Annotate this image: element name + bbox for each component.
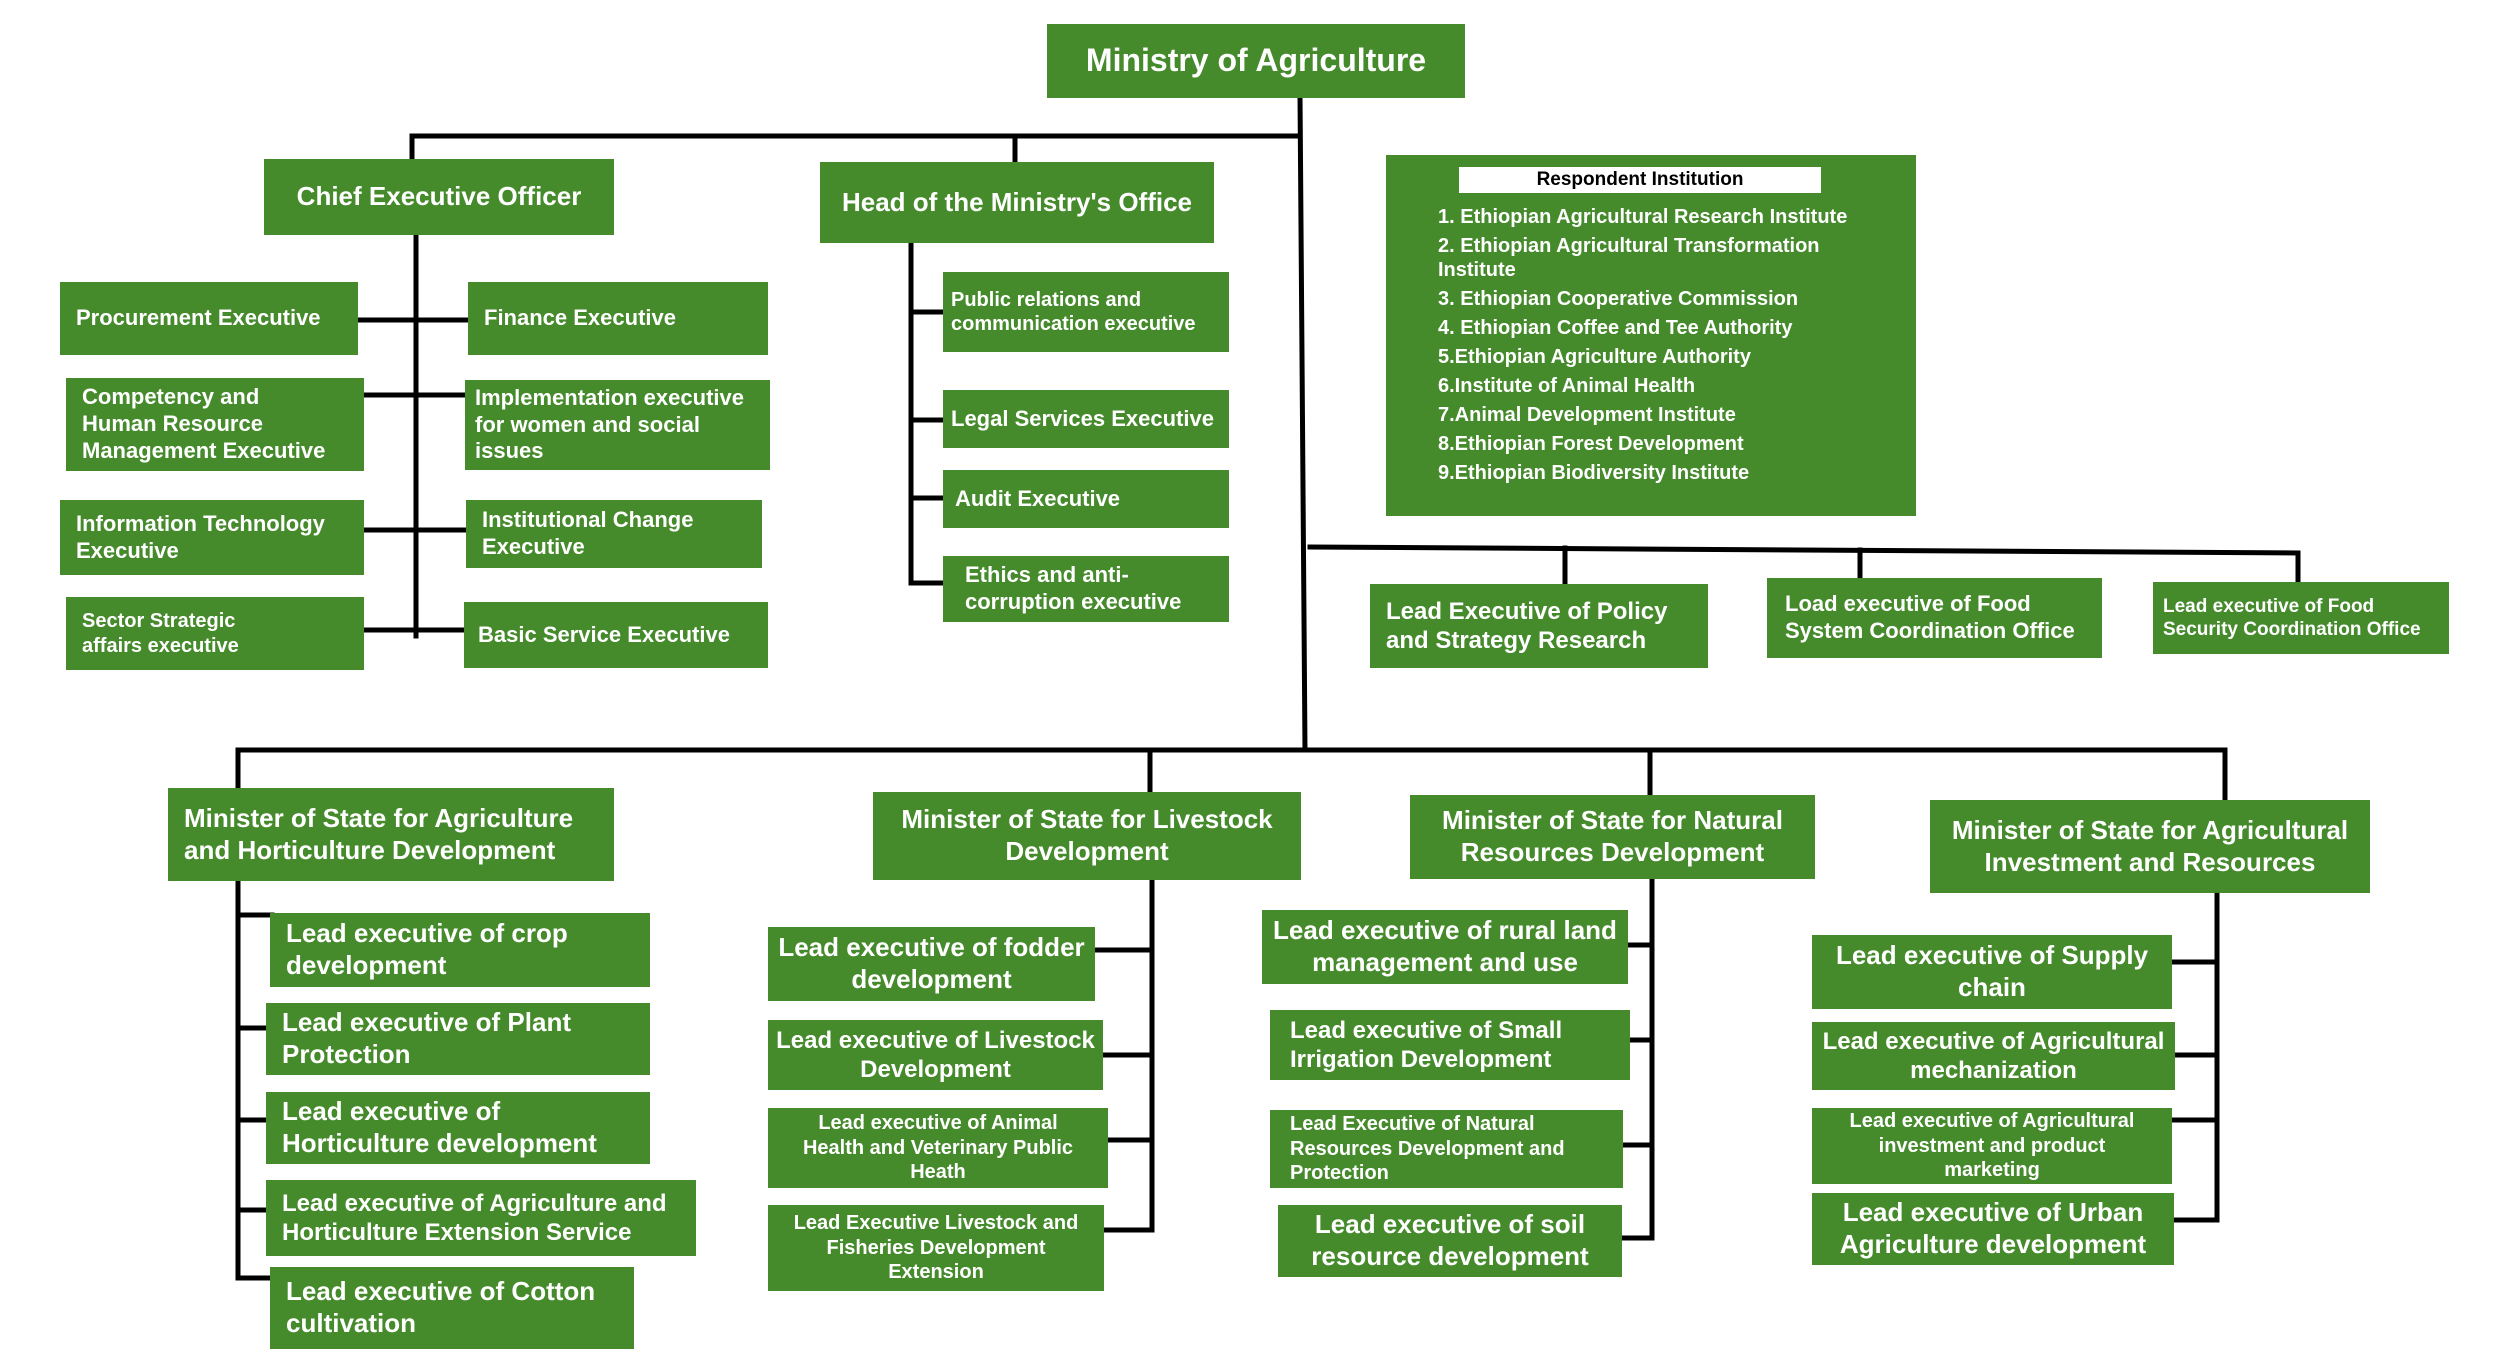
respondent-item: 3. Ethiopian Cooperative Commission — [1438, 288, 1799, 310]
audit-executive-box: Audit Executive — [943, 470, 1229, 528]
urban-agriculture-lead-box: Lead executive of Urban Agriculture deve… — [1812, 1193, 2174, 1265]
basic-service-executive-box: Basic Service Executive — [464, 602, 768, 668]
finance-executive-box: Finance Executive — [468, 282, 768, 355]
policy-strategy-lead-box: Lead Executive of Policy and Strategy Re… — [1370, 584, 1708, 668]
legal-services-executive-box: Legal Services Executive — [943, 390, 1229, 448]
fodder-development-lead-box: Lead executive of fodder development — [768, 927, 1095, 1001]
sector-strategic-executive-box: Sector Strategic affairs executive — [66, 597, 364, 670]
mechanization-lead-box: Lead executive of Agricultural mechaniza… — [1812, 1022, 2175, 1090]
animal-health-lead-box: Lead executive of Animal Health and Vete… — [768, 1108, 1108, 1188]
minister-agriculture-horticulture-box: Minister of State for Agriculture and Ho… — [168, 788, 614, 881]
respondent-institution-list: 1. Ethiopian Agricultural Research Insti… — [1438, 205, 1898, 490]
natural-resources-protection-lead-box: Lead Executive of Natural Resources Deve… — [1270, 1110, 1623, 1188]
respondent-item: 1. Ethiopian Agricultural Research Insti… — [1438, 206, 1848, 228]
respondent-item: 6.Institute of Animal Health — [1438, 375, 1696, 397]
it-executive-box: Information Technology Executive — [60, 500, 364, 575]
extension-service-lead-box: Lead executive of Agriculture and Hortic… — [266, 1180, 696, 1256]
ministry-box: Ministry of Agriculture — [1047, 24, 1465, 98]
plant-protection-lead-box: Lead executive of Plant Protection — [266, 1003, 650, 1075]
small-irrigation-lead-box: Lead executive of Small Irrigation Devel… — [1270, 1010, 1630, 1080]
head-office-box: Head of the Ministry's Office — [820, 162, 1214, 243]
livestock-fisheries-lead-box: Lead Executive Livestock and Fisheries D… — [768, 1205, 1104, 1291]
horticulture-development-lead-box: Lead executive of Horticulture developme… — [266, 1092, 650, 1164]
livestock-development-lead-box: Lead executive of Livestock Development — [768, 1020, 1103, 1090]
public-relations-executive-box: Public relations and communication execu… — [943, 272, 1229, 352]
supply-chain-lead-box: Lead executive of Supply chain — [1812, 935, 2172, 1009]
respondent-item: 2. Ethiopian Agricultural Transformation… — [1438, 235, 1820, 281]
rural-land-lead-box: Lead executive of rural land management … — [1262, 910, 1628, 984]
minister-investment-resources-box: Minister of State for Agricultural Inves… — [1930, 800, 2370, 893]
respondent-institution-title: Respondent Institution — [1459, 167, 1821, 193]
food-system-lead-box: Load executive of Food System Coordinati… — [1767, 578, 2102, 658]
cotton-cultivation-lead-box: Lead executive of Cotton cultivation — [270, 1267, 634, 1349]
soil-resource-lead-box: Lead executive of soil resource developm… — [1278, 1205, 1622, 1277]
institutional-change-executive-box: Institutional Change Executive — [466, 500, 762, 568]
crop-development-lead-box: Lead executive of crop development — [270, 913, 650, 987]
respondent-institution-panel: Respondent Institution 1. Ethiopian Agri… — [1386, 155, 1916, 516]
competency-hr-executive-box: Competency and Human Resource Management… — [66, 378, 364, 471]
women-social-executive-box: Implementation executive for women and s… — [465, 380, 770, 470]
procurement-executive-box: Procurement Executive — [60, 282, 358, 355]
respondent-item: 4. Ethiopian Coffee and Tee Authority — [1438, 317, 1793, 339]
investment-marketing-lead-box: Lead executive of Agricultural investmen… — [1812, 1108, 2172, 1184]
minister-natural-resources-box: Minister of State for Natural Resources … — [1410, 795, 1815, 879]
ethics-executive-box: Ethics and anti- corruption executive — [943, 556, 1229, 622]
respondent-item: 9.Ethiopian Biodiversity Institute — [1438, 462, 1750, 484]
respondent-item: 8.Ethiopian Forest Development — [1438, 433, 1744, 455]
respondent-item: 7.Animal Development Institute — [1438, 404, 1736, 426]
food-security-lead-box: Lead executive of Food Security Coordina… — [2153, 582, 2449, 654]
respondent-item: 5.Ethiopian Agriculture Authority — [1438, 346, 1751, 368]
minister-livestock-box: Minister of State for Livestock Developm… — [873, 792, 1301, 880]
ceo-box: Chief Executive Officer — [264, 159, 614, 235]
